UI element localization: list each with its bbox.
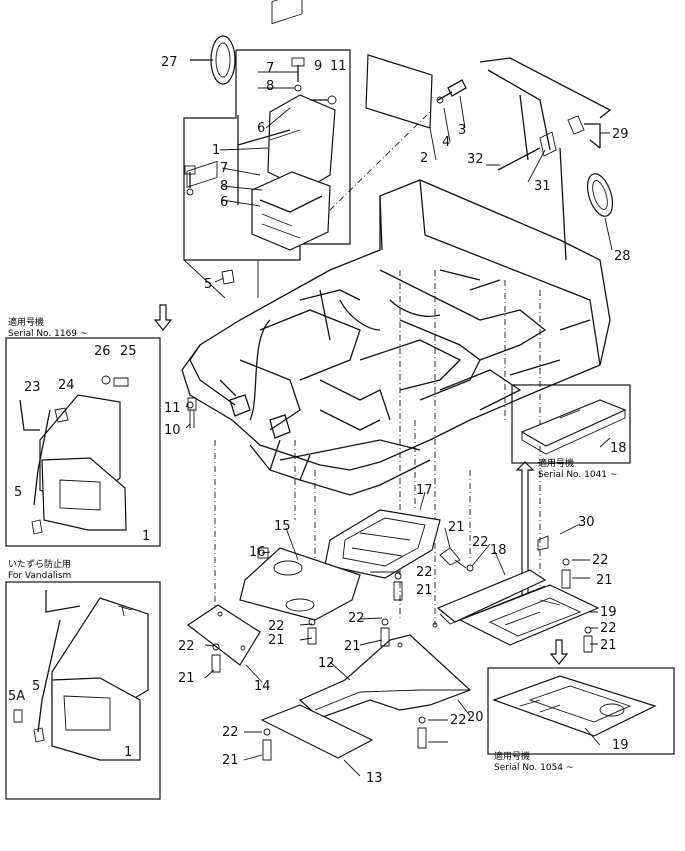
callout-label: 1 [212,143,220,158]
caption-serial-1041: 適用号機 Serial No. 1041 ~ [538,459,617,481]
callout-label: 22 [592,553,609,568]
door-handle-27 [190,35,236,85]
callout-label: 8 [266,79,274,94]
callout-label: 8 [220,179,228,194]
callout-label: 22 [600,621,617,636]
callout-label: 21 [178,671,195,686]
fasteners [186,397,593,761]
callout-label: 7 [220,161,228,176]
caption-vandalism: いたずら防止用 For Vandalism [8,560,71,582]
callout-label: 18 [490,543,507,558]
callout-label: 7 [266,61,274,76]
cab-corner [479,57,614,261]
callout-label: 11 [164,401,181,416]
callout-label: 22 [348,611,365,626]
toolbox-top [184,0,337,285]
callout-label: 21 [448,520,465,535]
callout-label: 32 [467,152,484,167]
floor-frame [181,179,611,496]
inset-serial-1054 [487,667,675,755]
caption-vandalism-en: For Vandalism [8,571,72,581]
inset-serial-1169 [5,337,161,547]
callout-label: 4 [442,135,450,150]
callout-label: 2 [420,151,428,166]
callout-label: 20 [467,710,484,725]
inset-toolbox-box [183,49,351,299]
callout-label: 5 [204,277,212,292]
caption-serial-1054-en: Serial No. 1054 ~ [494,763,574,773]
callout-label: 5 [14,485,22,500]
callout-label: 14 [254,679,271,694]
plate-14 [186,604,261,666]
callout-label: 21 [222,753,239,768]
caption-serial-1041-en: Serial No. 1041 ~ [538,470,618,480]
callout-label: 17 [416,483,433,498]
caption-vandalism-jp: いたずら防止用 [8,560,72,570]
callout-label: 22 [450,713,467,728]
callout-label: 10 [164,423,181,438]
caption-serial-1169-jp: 適用号機 [8,318,45,328]
callout-label: 1 [142,529,150,544]
callout-label: 26 [94,344,111,359]
callout-label: 11 [330,59,347,74]
inset-vandalism [5,581,161,800]
callout-label: 31 [534,179,551,194]
callout-label: 28 [614,249,631,264]
callout-label: 30 [578,515,595,530]
callout-label: 3 [458,123,466,138]
callout-label: 21 [344,639,361,654]
callout-label: 9 [314,59,322,74]
callout-label: 24 [58,378,75,393]
leader-lines [185,71,613,777]
callout-label: 15 [274,519,291,534]
plate-12-20 [298,634,472,719]
callout-label: 29 [612,127,629,142]
callout-label: 19 [600,605,617,620]
callout-label: 25 [120,344,137,359]
callout-label: 13 [366,771,383,786]
inset-serial-1041 [511,384,631,464]
callout-label: 22 [472,535,489,550]
callout-label: 6 [257,121,265,136]
callout-label: 5 [32,679,40,694]
callout-label: 22 [222,725,239,740]
caption-serial-1169: 適用号機 Serial No. 1169 ~ [8,318,87,340]
callout-label: 23 [24,380,41,395]
plate-19 [458,584,600,646]
plate-15 [239,547,361,621]
callout-label: 19 [612,738,629,753]
callout-label: 1 [124,745,132,760]
callout-label: 21 [416,583,433,598]
callout-labels: 27 7 9 11 8 6 1 7 8 6 5 2 4 3 29 32 31 2… [8,55,631,786]
callout-label: 21 [600,638,617,653]
callout-label: 22 [178,639,195,654]
callout-label: 18 [610,441,627,456]
callout-label: 5A [8,689,25,704]
caption-serial-1169-en: Serial No. 1169 ~ [8,329,88,339]
callout-label: 21 [268,633,285,648]
caption-serial-1054-jp: 適用号機 [494,752,531,762]
callout-label: 12 [318,656,335,671]
callout-label: 21 [596,573,613,588]
callout-label: 22 [268,619,285,634]
plate-13 [260,704,374,759]
caption-serial-1054: 適用号機 Serial No. 1054 ~ [494,752,573,774]
caption-serial-1041-jp: 適用号機 [538,459,575,469]
callout-label: 6 [220,195,228,210]
callout-label: 22 [416,565,433,580]
callout-label: 16 [249,545,266,560]
callout-label: 27 [161,55,178,70]
